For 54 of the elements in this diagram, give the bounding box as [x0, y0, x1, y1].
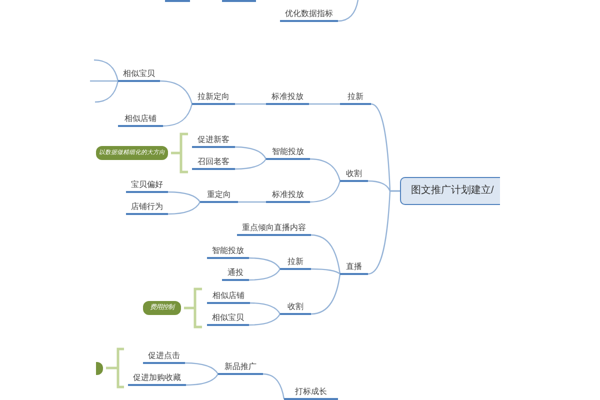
branch-topic: 重定向 — [200, 189, 238, 203]
branch-connector — [235, 103, 266, 105]
branch-topic: 宝贝偏好 — [126, 179, 168, 193]
branch-topic: 通投 — [222, 267, 249, 281]
branch-topic: 拉新 — [280, 256, 311, 270]
branch-connector — [309, 103, 340, 105]
branch-connector — [168, 202, 201, 215]
branch-connector — [310, 234, 341, 274]
summary-callout — [96, 362, 103, 375]
branch-topic: 直播 — [340, 261, 368, 275]
branch-connector — [94, 59, 119, 82]
branch-connector — [310, 158, 341, 182]
branch-connector — [90, 80, 118, 82]
branch-connector — [311, 268, 340, 274]
branch-topic: 相似宝贝 — [118, 68, 160, 82]
branch-connector — [250, 302, 281, 314]
branch-connector — [248, 257, 281, 270]
branch-topic: 拉新 — [340, 91, 371, 105]
branch-connector — [184, 362, 218, 374]
branch-topic: 智能投放 — [207, 245, 249, 259]
branch-topic: 促进点击 — [143, 350, 185, 364]
branch-connector — [160, 80, 193, 104]
branch-connector — [238, 201, 266, 203]
branch-connector — [168, 191, 200, 202]
branch-topic: 相似店铺 — [118, 113, 163, 127]
branch-connector — [94, 80, 119, 103]
branch-connector — [310, 180, 341, 203]
branch-topic: 优化数据指标 — [280, 8, 338, 22]
branch-connector — [248, 268, 281, 281]
branch-topic: 促进加购收藏 — [128, 372, 186, 386]
branch-topic: 拉新定向 — [192, 91, 235, 105]
branch-topic: 智能投放 — [266, 146, 310, 160]
branch-topic: 标准投放 — [266, 189, 310, 203]
branch-topic: 促进新客 — [192, 134, 235, 148]
branch-topic: 标准投放 — [266, 91, 309, 105]
branch-connector — [186, 374, 219, 386]
branch-topic: 打标成长 — [284, 386, 338, 400]
branch-topic: 重点倾向直播内容 — [237, 222, 311, 236]
branch-connector — [310, 274, 341, 315]
branch-connector — [368, 190, 400, 275]
branch-topic: 收割 — [340, 168, 368, 182]
branch-topic: 新品推广 — [218, 361, 263, 375]
branch-connector — [234, 146, 267, 160]
root-topic-box: 图文推广计划建立/ — [400, 177, 500, 205]
branch-topic: 相似店铺 — [207, 290, 250, 304]
branch-topic: 相似宝贝 — [207, 312, 249, 326]
branch-topic: 召回老客 — [192, 156, 235, 170]
branch-topic: 收割 — [280, 301, 311, 315]
branch-connector — [248, 314, 281, 326]
branch-topic: 店铺行为 — [126, 201, 168, 215]
branch-connector — [162, 104, 193, 127]
branch-connector — [262, 373, 285, 400]
branch-connector — [338, 0, 359, 22]
branch-connector — [234, 158, 266, 170]
